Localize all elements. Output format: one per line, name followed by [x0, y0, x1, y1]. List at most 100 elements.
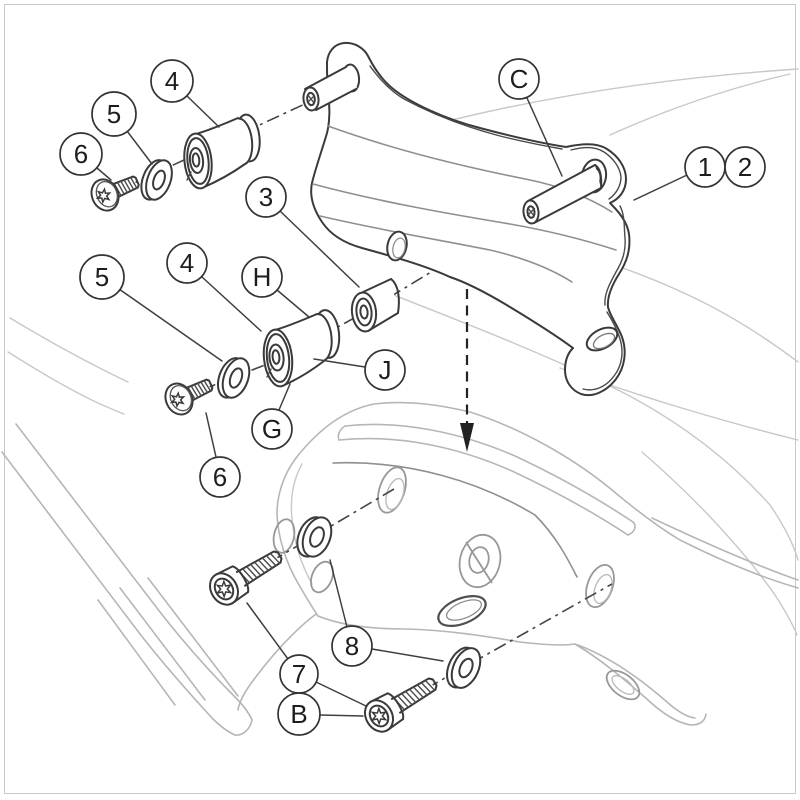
leader-8-left [329, 559, 348, 628]
callout-H-circle [241, 256, 283, 298]
callout-B-label: B [290, 699, 307, 729]
wheel-arc-right-2 [385, 291, 799, 561]
roller-face-rim [186, 137, 210, 185]
washer-front [221, 357, 251, 399]
bushing-face-ring [355, 297, 373, 327]
fender-dark-slot [437, 594, 487, 628]
boss-body-top [304, 66, 347, 90]
fender-tab-upper-edge [577, 644, 696, 719]
callout-1-label: 1 [698, 152, 712, 182]
screw-head-end [231, 565, 250, 594]
washer-8-left [296, 516, 333, 558]
leader-5-top [126, 130, 153, 165]
fender-cutout-left-2 [310, 560, 334, 594]
bracket-boss [302, 63, 361, 112]
roller-waist-top [274, 313, 318, 331]
leader-3 [279, 210, 360, 288]
roller-face-tick [186, 171, 192, 181]
fender-slot-top [344, 423, 634, 523]
fender-boss-slot [465, 541, 493, 584]
swingarm-end-cap [234, 719, 253, 736]
pin-end-hole [526, 205, 536, 219]
fender-mount-hole-right [585, 563, 615, 609]
callout-C-label: C [510, 64, 529, 94]
frame-sketch-line-2 [7, 351, 125, 415]
install-direction-arrow [460, 289, 474, 452]
fender-lower-edge-right [574, 643, 707, 726]
callout-5-top-circle [91, 91, 137, 137]
leader-B [319, 714, 364, 717]
screw-head [90, 178, 120, 212]
wheel-arc-right-1 [599, 259, 799, 363]
bracket-tab-hole-inner [592, 332, 616, 350]
roller-face-rim [265, 333, 291, 383]
leader-G [278, 383, 291, 411]
bracket-outline [310, 41, 631, 397]
spacer-roller-4-top [183, 113, 261, 190]
bracket-rib-3 [319, 215, 573, 283]
screw-shank-fill [236, 551, 281, 587]
swingarm-line-1 [15, 423, 253, 721]
screw-shank-fill [391, 678, 436, 714]
mounting-bracket [302, 41, 631, 397]
callout-5-mid-circle [79, 254, 125, 300]
roller-waist-top [195, 117, 239, 135]
roller-hole [191, 152, 201, 168]
leader-lines [96, 95, 688, 717]
leader-1 [633, 174, 688, 201]
callout-7-label: 7 [292, 659, 306, 689]
fender-cutout-left-1 [272, 518, 296, 554]
bushing-3 [350, 278, 400, 333]
callout-6-top-circle [59, 132, 103, 176]
callout-C-circle [498, 58, 540, 100]
callout-4-mid-circle [166, 242, 208, 284]
fender-mount-hole-right-inner [593, 573, 613, 605]
bracket-rib-2 [312, 183, 617, 251]
callout-J-circle [364, 349, 406, 391]
leader-C [526, 97, 563, 177]
fasteners [90, 113, 482, 733]
pin-end-cross [526, 207, 536, 217]
callout-J-label: J [379, 355, 392, 385]
rear-fender-assembly [272, 401, 799, 726]
torx-icon [95, 187, 112, 205]
swingarm-line-2 [1, 451, 236, 736]
fender-tab-hole [605, 669, 641, 701]
wheel-arc-right-4 [641, 451, 798, 636]
callout-G-label: G [262, 414, 282, 444]
leader-6-mid [205, 412, 217, 458]
callout-2-label: 2 [738, 152, 752, 182]
washer-8-right [446, 646, 482, 689]
pin-body-fill [528, 165, 601, 223]
bushing-top [360, 278, 392, 294]
callout-G-circle [251, 408, 293, 450]
roller-face-tick [266, 368, 272, 378]
wheel-arc-top-inner [609, 73, 791, 136]
swingarm-line-4 [147, 577, 239, 697]
pin-right-cap [594, 164, 603, 189]
callout-H-label: H [253, 262, 272, 292]
callout-6-mid-label: 6 [213, 462, 227, 492]
spacer-roller-4-mid [262, 309, 341, 388]
leader-7-left [246, 602, 289, 660]
bracket-thickness-top [369, 65, 563, 150]
torx-icon [215, 579, 233, 599]
washer-5-top [140, 159, 173, 201]
callout-5-mid-label: 5 [95, 262, 109, 292]
leader-7-right [315, 681, 367, 707]
fender-band-edge [651, 517, 799, 581]
wheel-arc-top-outer [427, 68, 799, 127]
callout-B-circle [277, 692, 321, 736]
washer-front [145, 159, 173, 201]
fender-underside-line [237, 613, 317, 711]
leader-6-top [96, 167, 112, 181]
leader-J [313, 358, 366, 368]
frame-sketch-line-1 [9, 317, 129, 383]
washer-hole [309, 526, 325, 548]
page-border [4, 4, 796, 794]
axis-top-stack [101, 95, 323, 199]
washer-hole [458, 657, 474, 679]
callout-4-mid-label: 4 [180, 248, 194, 278]
roller-hub [268, 343, 285, 372]
